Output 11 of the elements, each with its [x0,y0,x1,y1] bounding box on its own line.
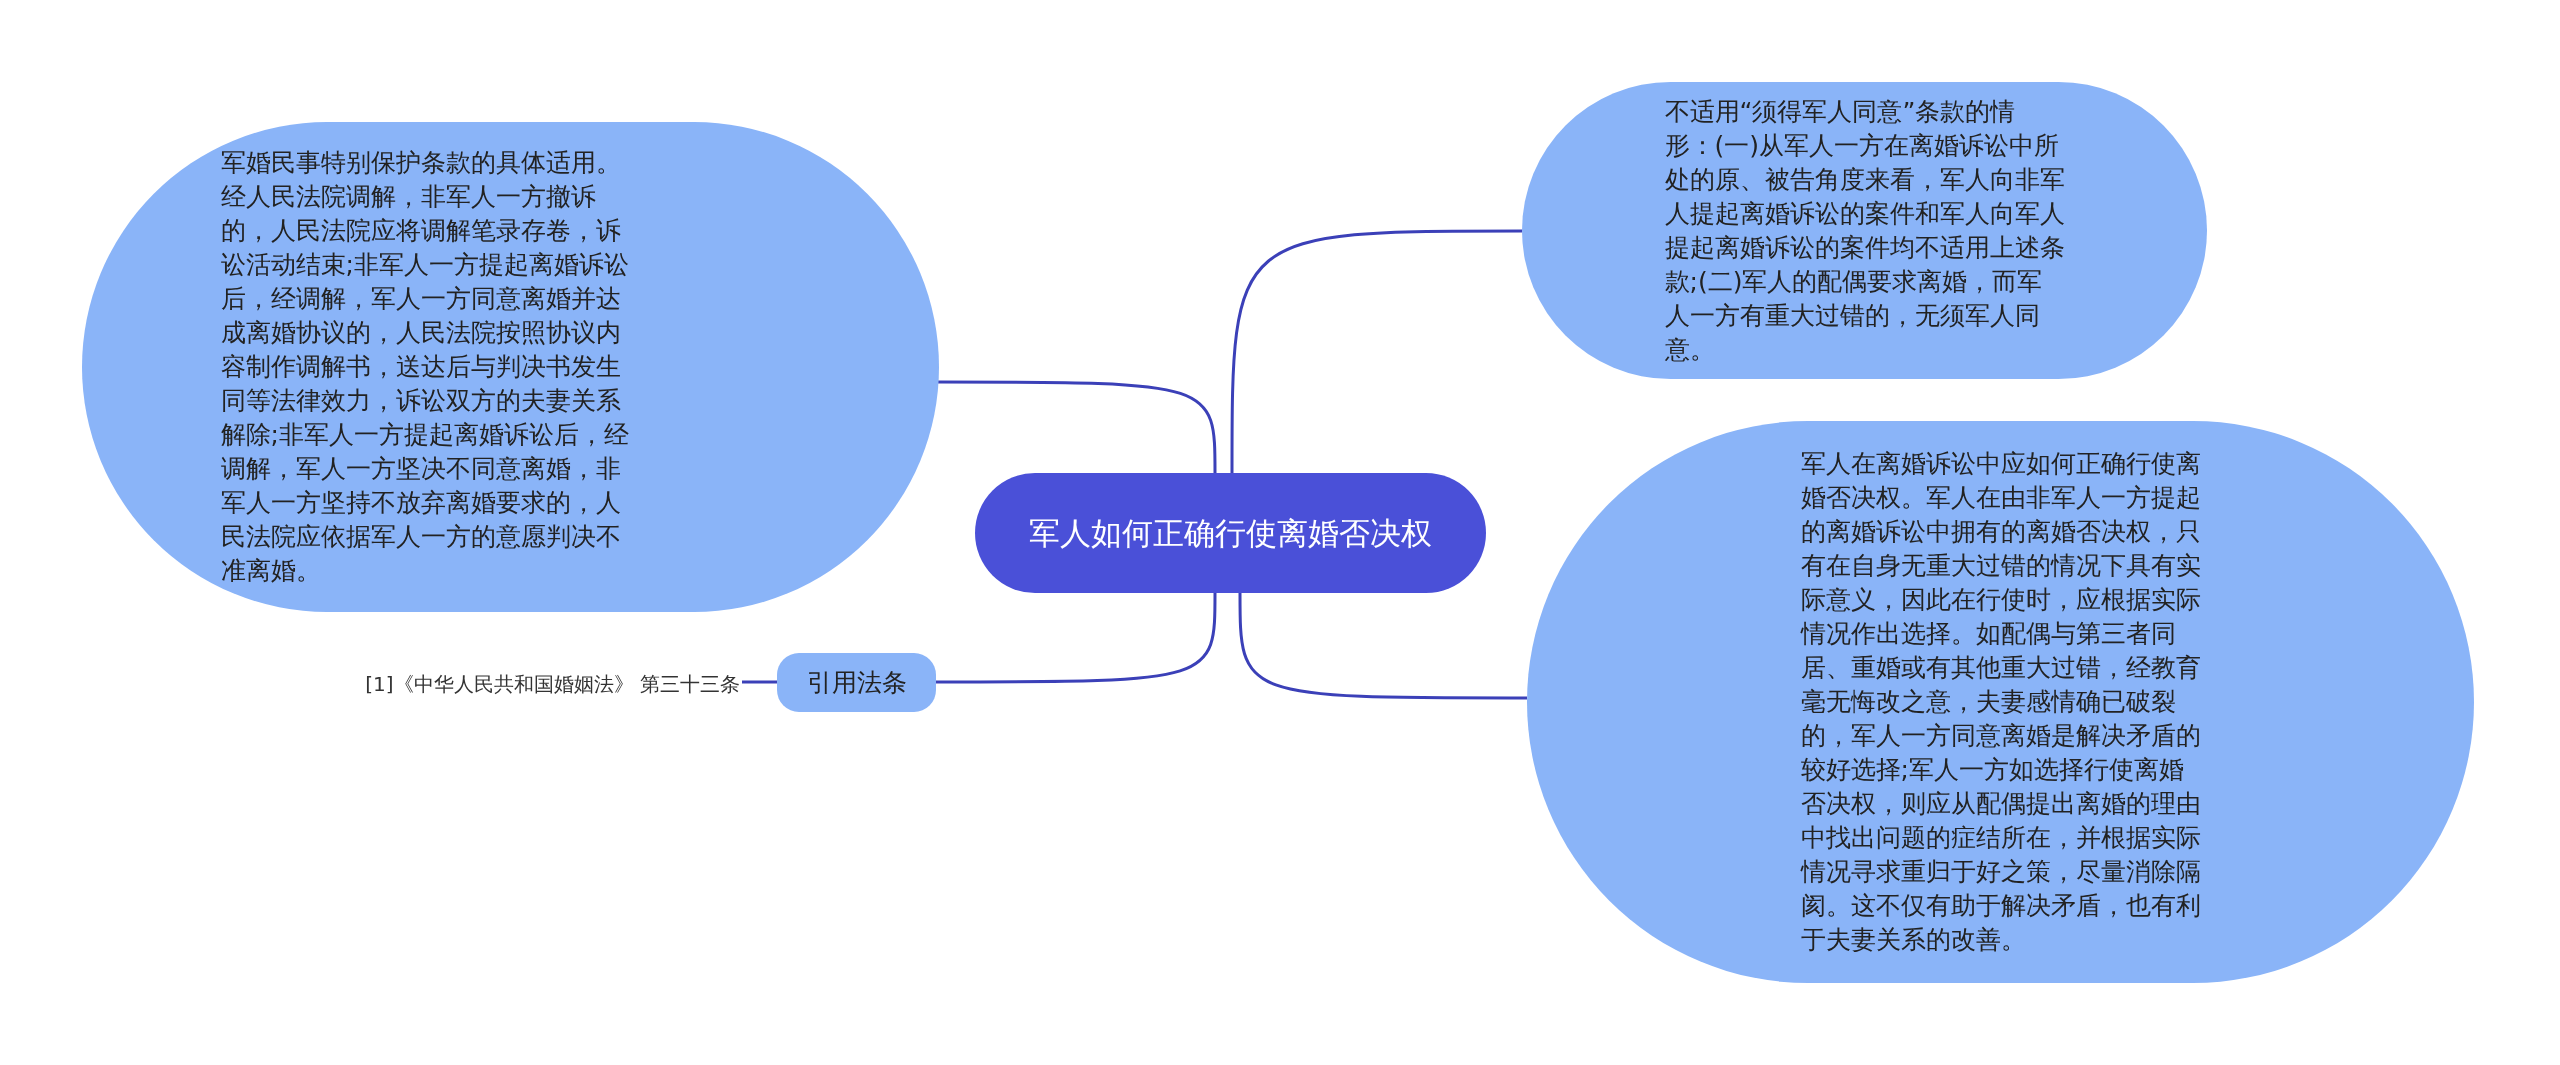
citation-text: [1]《中华人民共和国婚姻法》 第三十三条 [365,671,740,698]
connector-line [1230,229,1522,473]
topic-text: 军人在离婚诉讼中应如何正确行使离婚否决权。军人在由非军人一方提起的离婚诉讼中拥有的离婚否决权，只有在自身无重大过错的情况下具有实际意义，因此在行使时，应根据实际情况作出选择。如配偶与第三者同居、重婚或有其他重大过错，经教育毫无悔改之意，夫妻感情确已破裂的，军人一方同意离婚是解决矛盾的较好选择;军人一方如选择行使离婚否决权，则应从配偶提出离婚的理由中找出问题的症结所在，并根据实际情况寻求重归于好之策，尽量消除隔阂。这不仅有助于解决矛盾，也有利于夫妻关系的改善。 [1800,448,2201,956]
topic-text: 引用法条 [805,666,908,699]
topic-text: 不适用“须得军人同意”条款的情形：(一)从军人一方在离婚诉讼中所处的原、被告角度来看，军人向非军人提起离婚诉讼的案件和军人向军人提起离婚诉讼的案件均不适用上述条款;(二)军人的配偶要求离婚，而军人一方有重大过错的，无须军人同意。 [1664,95,2065,366]
topic-text: 军婚民事特别保护条款的具体适用。经人民法院调解，非军人一方撤诉的，人民法院应将调解笔录存卷，诉讼活动结束;非军人一方提起离婚诉讼后，经调解，军人一方同意离婚并达成离婚协议的，人民法院按照协议内容制作调解书，送达后与判决书发生同等法律效力，诉讼双方的夫妻关系解除;非军人一方提起离婚诉讼后，经调解，军人一方坚决不同意离婚，非军人一方坚持不放弃离婚要求的，人民法院应依据军人一方的意愿判决不准离婚。 [220,147,630,587]
connector-line [742,680,777,684]
connector-line [936,593,1217,684]
topic-box [777,653,936,712]
connector-line [938,380,1217,473]
topic-text: 军人如何正确行使离婚否决权 [1028,514,1433,553]
